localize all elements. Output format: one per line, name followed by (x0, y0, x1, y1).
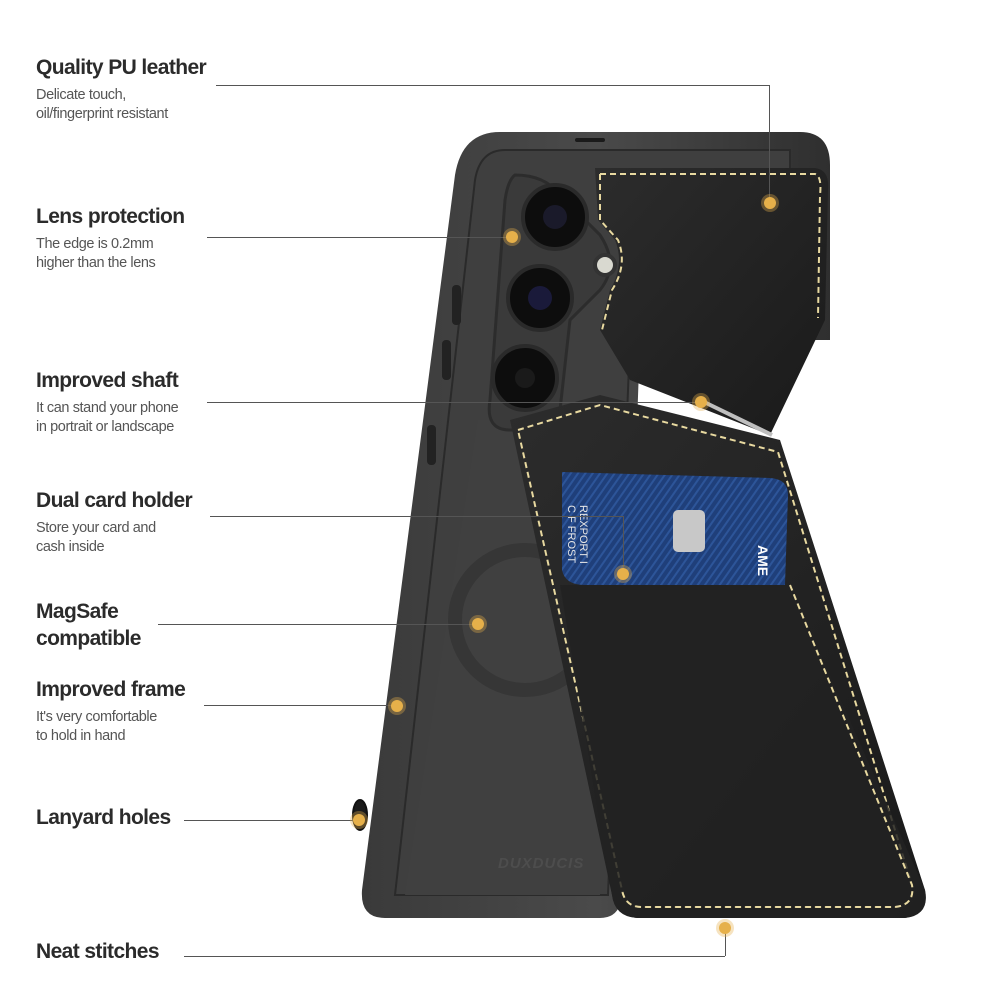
feature-description: The edge is 0.2mm higher than the lens (36, 236, 156, 271)
feature-dual-card-holder: Dual card holder Store your card and cas… (36, 489, 193, 557)
svg-text:C F FROST: C F FROST (565, 505, 577, 563)
feature-title: Lanyard holes (36, 806, 171, 829)
camera-module (487, 173, 617, 432)
callout-dot-lanyard (353, 814, 365, 826)
feature-description: It can stand your phone in portrait or l… (36, 400, 179, 435)
leader-line-frame (204, 705, 396, 706)
feature-title: Dual card holder (36, 489, 193, 512)
feature-lens-protection: Lens protection The edge is 0.2mm higher… (36, 205, 185, 273)
leader-line-card-vertical (623, 516, 624, 574)
leather-panel-upper (595, 168, 829, 437)
feature-title: Improved frame (36, 678, 186, 701)
feature-magsafe-compatible: MagSafe compatible (36, 598, 141, 652)
feature-title: Improved shaft (36, 369, 179, 392)
feature-description: It's very comfortable to hold in hand (36, 709, 157, 744)
feature-improved-shaft: Improved shaft It can stand your phone i… (36, 369, 179, 437)
svg-text:REXPORT I: REXPORT I (577, 505, 589, 564)
callout-dot-card (617, 568, 629, 580)
leather-kickstand: C F FROST REXPORT I AME (510, 395, 926, 918)
credit-card: C F FROST REXPORT I AME (562, 472, 788, 585)
feature-title: MagSafe compatible (36, 600, 141, 650)
leader-line-lanyard (184, 820, 359, 821)
callout-dot-shaft (695, 396, 707, 408)
feature-improved-frame: Improved frame It's very comfortable to … (36, 678, 186, 746)
feature-lanyard-holes: Lanyard holes (36, 806, 171, 830)
svg-text:DUXDUCIS: DUXDUCIS (498, 855, 584, 872)
leader-line-magsafe (158, 624, 478, 625)
leader-line-shaft (207, 402, 701, 403)
callout-dot-stitches (719, 922, 731, 934)
leader-line-lens (207, 237, 512, 238)
leader-line-card (210, 516, 623, 517)
callout-dot-lens (506, 231, 518, 243)
feature-quality-pu-leather: Quality PU leather Delicate touch, oil/f… (36, 56, 207, 124)
feature-description: Store your card and cash inside (36, 520, 156, 555)
leader-line-leather-vertical (769, 85, 770, 203)
feature-title: Lens protection (36, 205, 185, 228)
feature-description: Delicate touch, oil/fingerprint resistan… (36, 87, 168, 122)
leader-line-stitches (184, 956, 725, 957)
feature-title: Quality PU leather (36, 56, 207, 79)
feature-neat-stitches: Neat stitches (36, 940, 160, 964)
callout-dot-magsafe (472, 618, 484, 630)
callout-dot-leather (764, 197, 776, 209)
feature-title: Neat stitches (36, 940, 160, 963)
svg-text:AME: AME (755, 545, 771, 576)
leader-line-stitches-vertical (725, 928, 726, 956)
callout-dot-frame (391, 700, 403, 712)
leader-line-leather (216, 85, 769, 86)
